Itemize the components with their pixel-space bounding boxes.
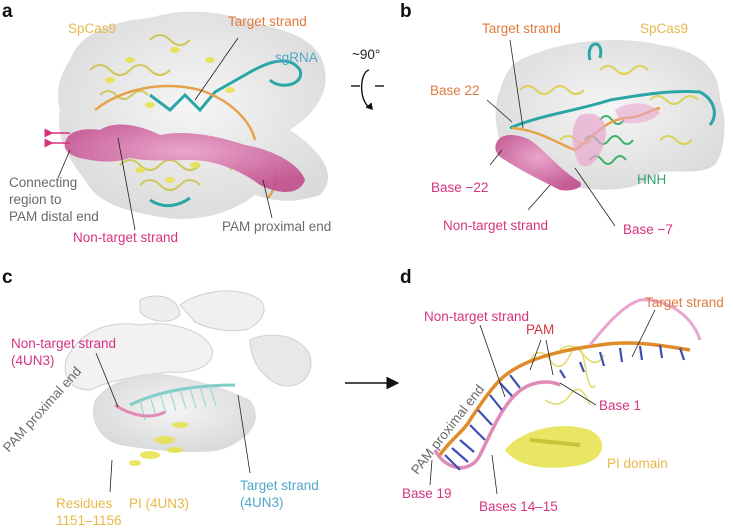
label-residues-2: 1151–1156 [56, 513, 122, 528]
label-target-strand-d: Target strand [645, 295, 724, 310]
label-target-4un3-2: (4UN3) [240, 495, 284, 510]
label-pi-4un3: PI (4UN3) [129, 496, 190, 511]
label-non-target-4un3-1: Non-target strand [11, 336, 117, 351]
label-hnh: HNH [637, 172, 667, 187]
label-non-target-strand-b: Non-target strand [443, 218, 549, 233]
rotation-icon [351, 69, 384, 111]
label-non-target-strand: Non-target strand [73, 230, 179, 245]
label-non-target-4un3-2: (4UN3) [11, 353, 55, 368]
label-base-neg7: Base −7 [623, 222, 673, 237]
panel-d-dna-cartoon [429, 298, 702, 495]
panel-b-density-map [486, 39, 725, 227]
label-connecting-1: Connecting [9, 175, 78, 190]
label-target-4un3-1: Target strand [240, 478, 319, 493]
label-spcas9: SpCas9 [68, 21, 117, 36]
label-base-neg22: Base −22 [431, 180, 489, 195]
label-bases-14-15: Bases 14–15 [479, 499, 558, 514]
panel-label-d: d [400, 267, 412, 288]
label-connecting-3: PAM distal end [9, 209, 99, 224]
label-sgrna: sgRNA [275, 50, 318, 65]
label-base-19: Base 19 [402, 486, 452, 501]
label-target-strand: Target strand [228, 14, 307, 29]
label-spcas9-b: SpCas9 [640, 21, 689, 36]
label-pi-domain: PI domain [607, 456, 668, 471]
panel-a-density-map [44, 11, 329, 231]
label-rotation: ~90° [352, 47, 381, 62]
label-connecting-2: region to [9, 192, 62, 207]
panel-label-a: a [2, 1, 13, 22]
label-base-22: Base 22 [430, 83, 480, 98]
label-pam-proximal-end: PAM proximal end [222, 219, 332, 234]
label-target-strand-b: Target strand [482, 21, 561, 36]
panel-label-c: c [2, 267, 13, 288]
label-pam: PAM [526, 322, 555, 337]
panel-label-b: b [400, 1, 412, 22]
label-residues-1: Residues [56, 496, 113, 511]
label-non-target-strand-d: Non-target strand [424, 309, 530, 324]
panel-c-density-map [64, 290, 312, 493]
label-base-1: Base 1 [599, 398, 642, 413]
